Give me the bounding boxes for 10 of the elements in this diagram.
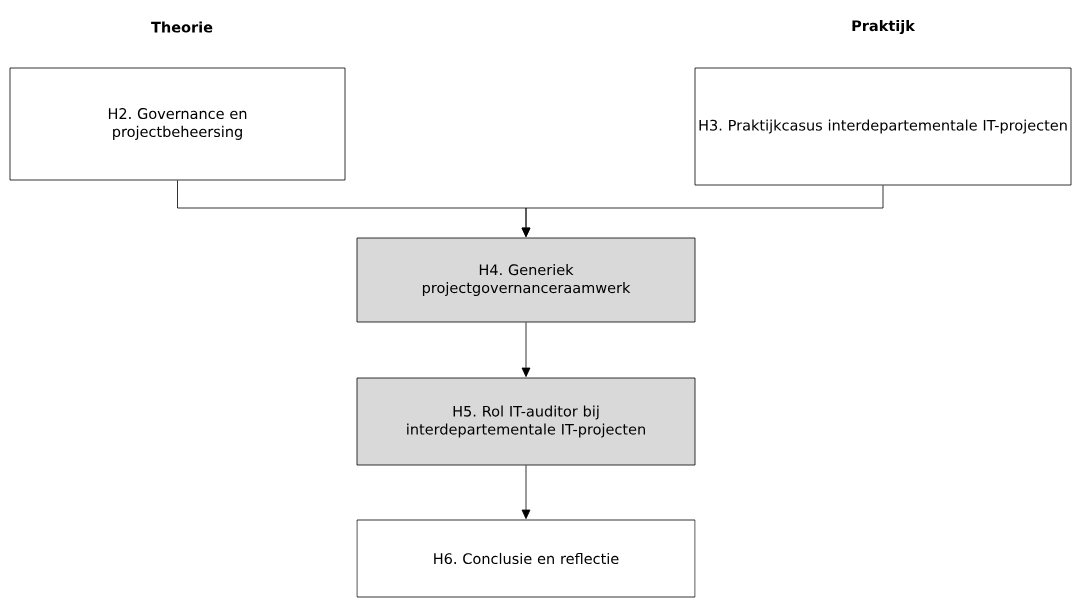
arrow <box>521 465 531 520</box>
process-box: H6. Conclusie en reflectie <box>356 519 696 598</box>
process-box: H4. Generiek projectgovernanceraamwerk <box>356 237 696 323</box>
node-label: Theorie <box>151 21 213 33</box>
node-label: Praktijk <box>852 19 916 35</box>
arrow <box>521 322 531 378</box>
process-box: H5. Rol IT-auditor bij interdepartementale IT-projecten <box>356 377 696 466</box>
process-box: Theorie H2. Governance en projectbeheersing <box>9 21 346 181</box>
arrow <box>521 185 884 238</box>
process-box: Praktijk H3. Praktijkcasus interdepartementale IT-projecten <box>694 19 1072 186</box>
